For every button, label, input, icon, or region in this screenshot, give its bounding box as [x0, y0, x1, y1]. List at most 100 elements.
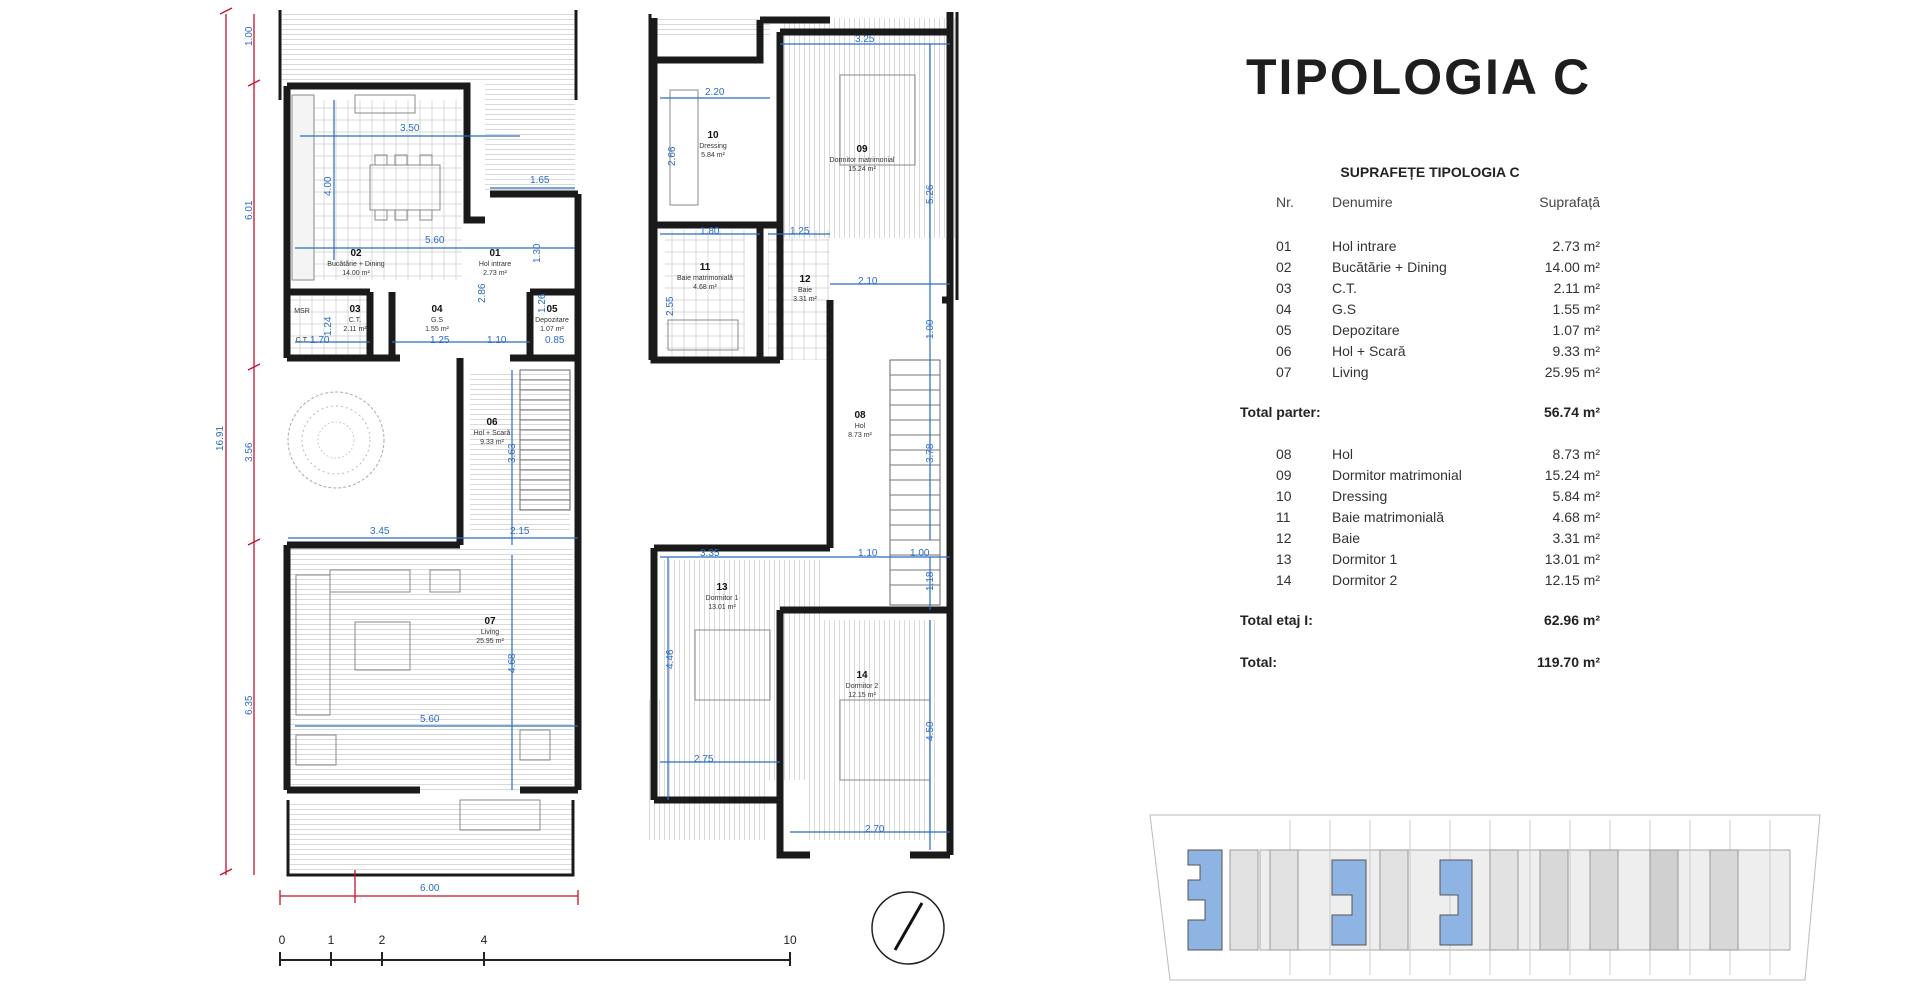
bathtub [667, 319, 739, 351]
svg-text:14: 14 [856, 670, 868, 681]
svg-text:0: 0 [279, 933, 286, 947]
ct-small-label: C.T. [296, 337, 309, 344]
scale-bar: 0 1 2 4 10 [279, 933, 797, 966]
header-nr: Nr. [1276, 194, 1294, 210]
svg-text:1.00: 1.00 [910, 548, 930, 559]
first-floor-dimensions: 3.25 2.20 2.66 5.26 1.80 1.25 2.55 2.10 … [660, 34, 950, 850]
svg-text:01: 01 [489, 248, 501, 259]
svg-text:4.68: 4.68 [507, 653, 518, 673]
ground-floor-plan: 02 Bucătărie + Dining 14.00 m² 01 Hol in… [215, 7, 582, 905]
sofa [295, 574, 331, 716]
svg-text:09: 09 [856, 144, 868, 155]
svg-text:4.46: 4.46 [665, 649, 676, 669]
svg-text:8.73 m²: 8.73 m² [848, 432, 872, 439]
svg-text:4.68 m²: 4.68 m² [693, 284, 717, 291]
svg-text:6.35: 6.35 [244, 695, 255, 715]
svg-text:4.00: 4.00 [323, 176, 334, 196]
room-label-09: 09 Dormitor matrimonial 15.24 m² [830, 144, 895, 173]
double-bed-master [839, 74, 916, 166]
site-key-plan [1149, 814, 1821, 981]
svg-text:Dormitor 2: Dormitor 2 [846, 683, 879, 690]
svg-text:Baie matrimonială: Baie matrimonială [677, 275, 733, 282]
room-label-05: 05 Depozitare 1.07 m² [535, 304, 569, 333]
svg-text:1.30: 1.30 [532, 243, 543, 263]
room-label-08: 08 Hol 8.73 m² [848, 410, 872, 439]
svg-text:03: 03 [349, 304, 361, 315]
svg-text:5.60: 5.60 [420, 714, 440, 725]
svg-text:1.10: 1.10 [487, 335, 507, 346]
svg-text:3.35: 3.35 [700, 548, 720, 559]
svg-text:6.00: 6.00 [420, 883, 440, 894]
svg-text:1.00: 1.00 [244, 26, 255, 46]
svg-text:25.95 m²: 25.95 m² [476, 638, 504, 645]
svg-text:Living: Living [481, 629, 499, 636]
svg-text:G.S: G.S [431, 317, 443, 324]
room-label-11: 11 Baie matrimonială 4.68 m² [677, 262, 733, 291]
first-floor-plan: 09 Dormitor matrimonial 15.24 m² 10 Dres… [645, 12, 959, 859]
svg-text:12.15 m²: 12.15 m² [848, 692, 876, 699]
svg-text:13: 13 [716, 582, 728, 593]
svg-text:2.55: 2.55 [665, 296, 676, 316]
svg-text:2: 2 [379, 933, 386, 947]
svg-text:2.73 m²: 2.73 m² [483, 270, 507, 277]
north-arrow-icon [871, 891, 945, 965]
svg-text:Bucătărie + Dining: Bucătărie + Dining [327, 261, 385, 268]
svg-text:4.50: 4.50 [925, 721, 936, 741]
svg-text:5.60: 5.60 [425, 235, 445, 246]
room-label-06: 06 Hol + Scară 9.33 m² [474, 417, 511, 446]
svg-text:0.85: 0.85 [545, 335, 565, 346]
svg-text:10: 10 [707, 130, 719, 141]
svg-text:Hol + Scară: Hol + Scară [474, 430, 511, 437]
svg-text:16.91: 16.91 [215, 426, 226, 451]
svg-text:13.01 m²: 13.01 m² [708, 604, 736, 611]
room-label-14: 14 Dormitor 2 12.15 m² [846, 670, 879, 699]
svg-text:2.75: 2.75 [694, 754, 714, 765]
svg-text:Dormitor 1: Dormitor 1 [706, 595, 739, 602]
svg-text:1.07 m²: 1.07 m² [540, 326, 564, 333]
svg-text:2.66: 2.66 [667, 146, 678, 166]
svg-text:Depozitare: Depozitare [535, 317, 569, 324]
header-name: Denumire [1332, 194, 1393, 210]
svg-text:1.10: 1.10 [858, 548, 878, 559]
svg-text:3.25: 3.25 [855, 34, 875, 45]
ground-dimensions: 3.50 4.00 5.60 1.65 1.30 2.86 1.24 1.70 … [288, 100, 578, 790]
svg-text:5.26: 5.26 [925, 184, 936, 204]
staircase [519, 369, 571, 511]
svg-text:06: 06 [486, 417, 498, 428]
svg-text:3.63: 3.63 [507, 443, 518, 463]
svg-text:3.31 m²: 3.31 m² [793, 296, 817, 303]
room-label-10: 10 Dressing 5.84 m² [699, 130, 727, 159]
svg-text:08: 08 [854, 410, 866, 421]
svg-text:C.T.: C.T. [349, 317, 362, 324]
svg-text:Hol: Hol [855, 423, 866, 430]
svg-text:02: 02 [350, 248, 362, 259]
svg-text:1.26: 1.26 [537, 293, 548, 313]
svg-text:Baie: Baie [798, 287, 812, 294]
svg-text:4: 4 [481, 933, 488, 947]
svg-text:12: 12 [799, 274, 811, 285]
svg-text:07: 07 [484, 616, 496, 627]
svg-text:Dressing: Dressing [699, 143, 727, 150]
svg-text:1.25: 1.25 [790, 226, 810, 237]
svg-text:05: 05 [546, 304, 558, 315]
overall-dimensions: 16.91 1.00 6.01 3.56 6.35 6.00 [215, 7, 579, 905]
room-label-02: 02 Bucătărie + Dining 14.00 m² [327, 248, 385, 277]
svg-text:1.65: 1.65 [530, 175, 550, 186]
svg-text:3.78: 3.78 [925, 443, 936, 463]
svg-text:1.25: 1.25 [430, 335, 450, 346]
svg-text:1.80: 1.80 [700, 226, 720, 237]
svg-text:11: 11 [700, 262, 711, 273]
svg-text:5.84 m²: 5.84 m² [701, 152, 725, 159]
svg-text:1.00: 1.00 [925, 319, 936, 339]
msr-label: MSR [294, 308, 310, 315]
coffee-table [354, 621, 411, 671]
svg-text:2.11 m²: 2.11 m² [343, 326, 367, 333]
